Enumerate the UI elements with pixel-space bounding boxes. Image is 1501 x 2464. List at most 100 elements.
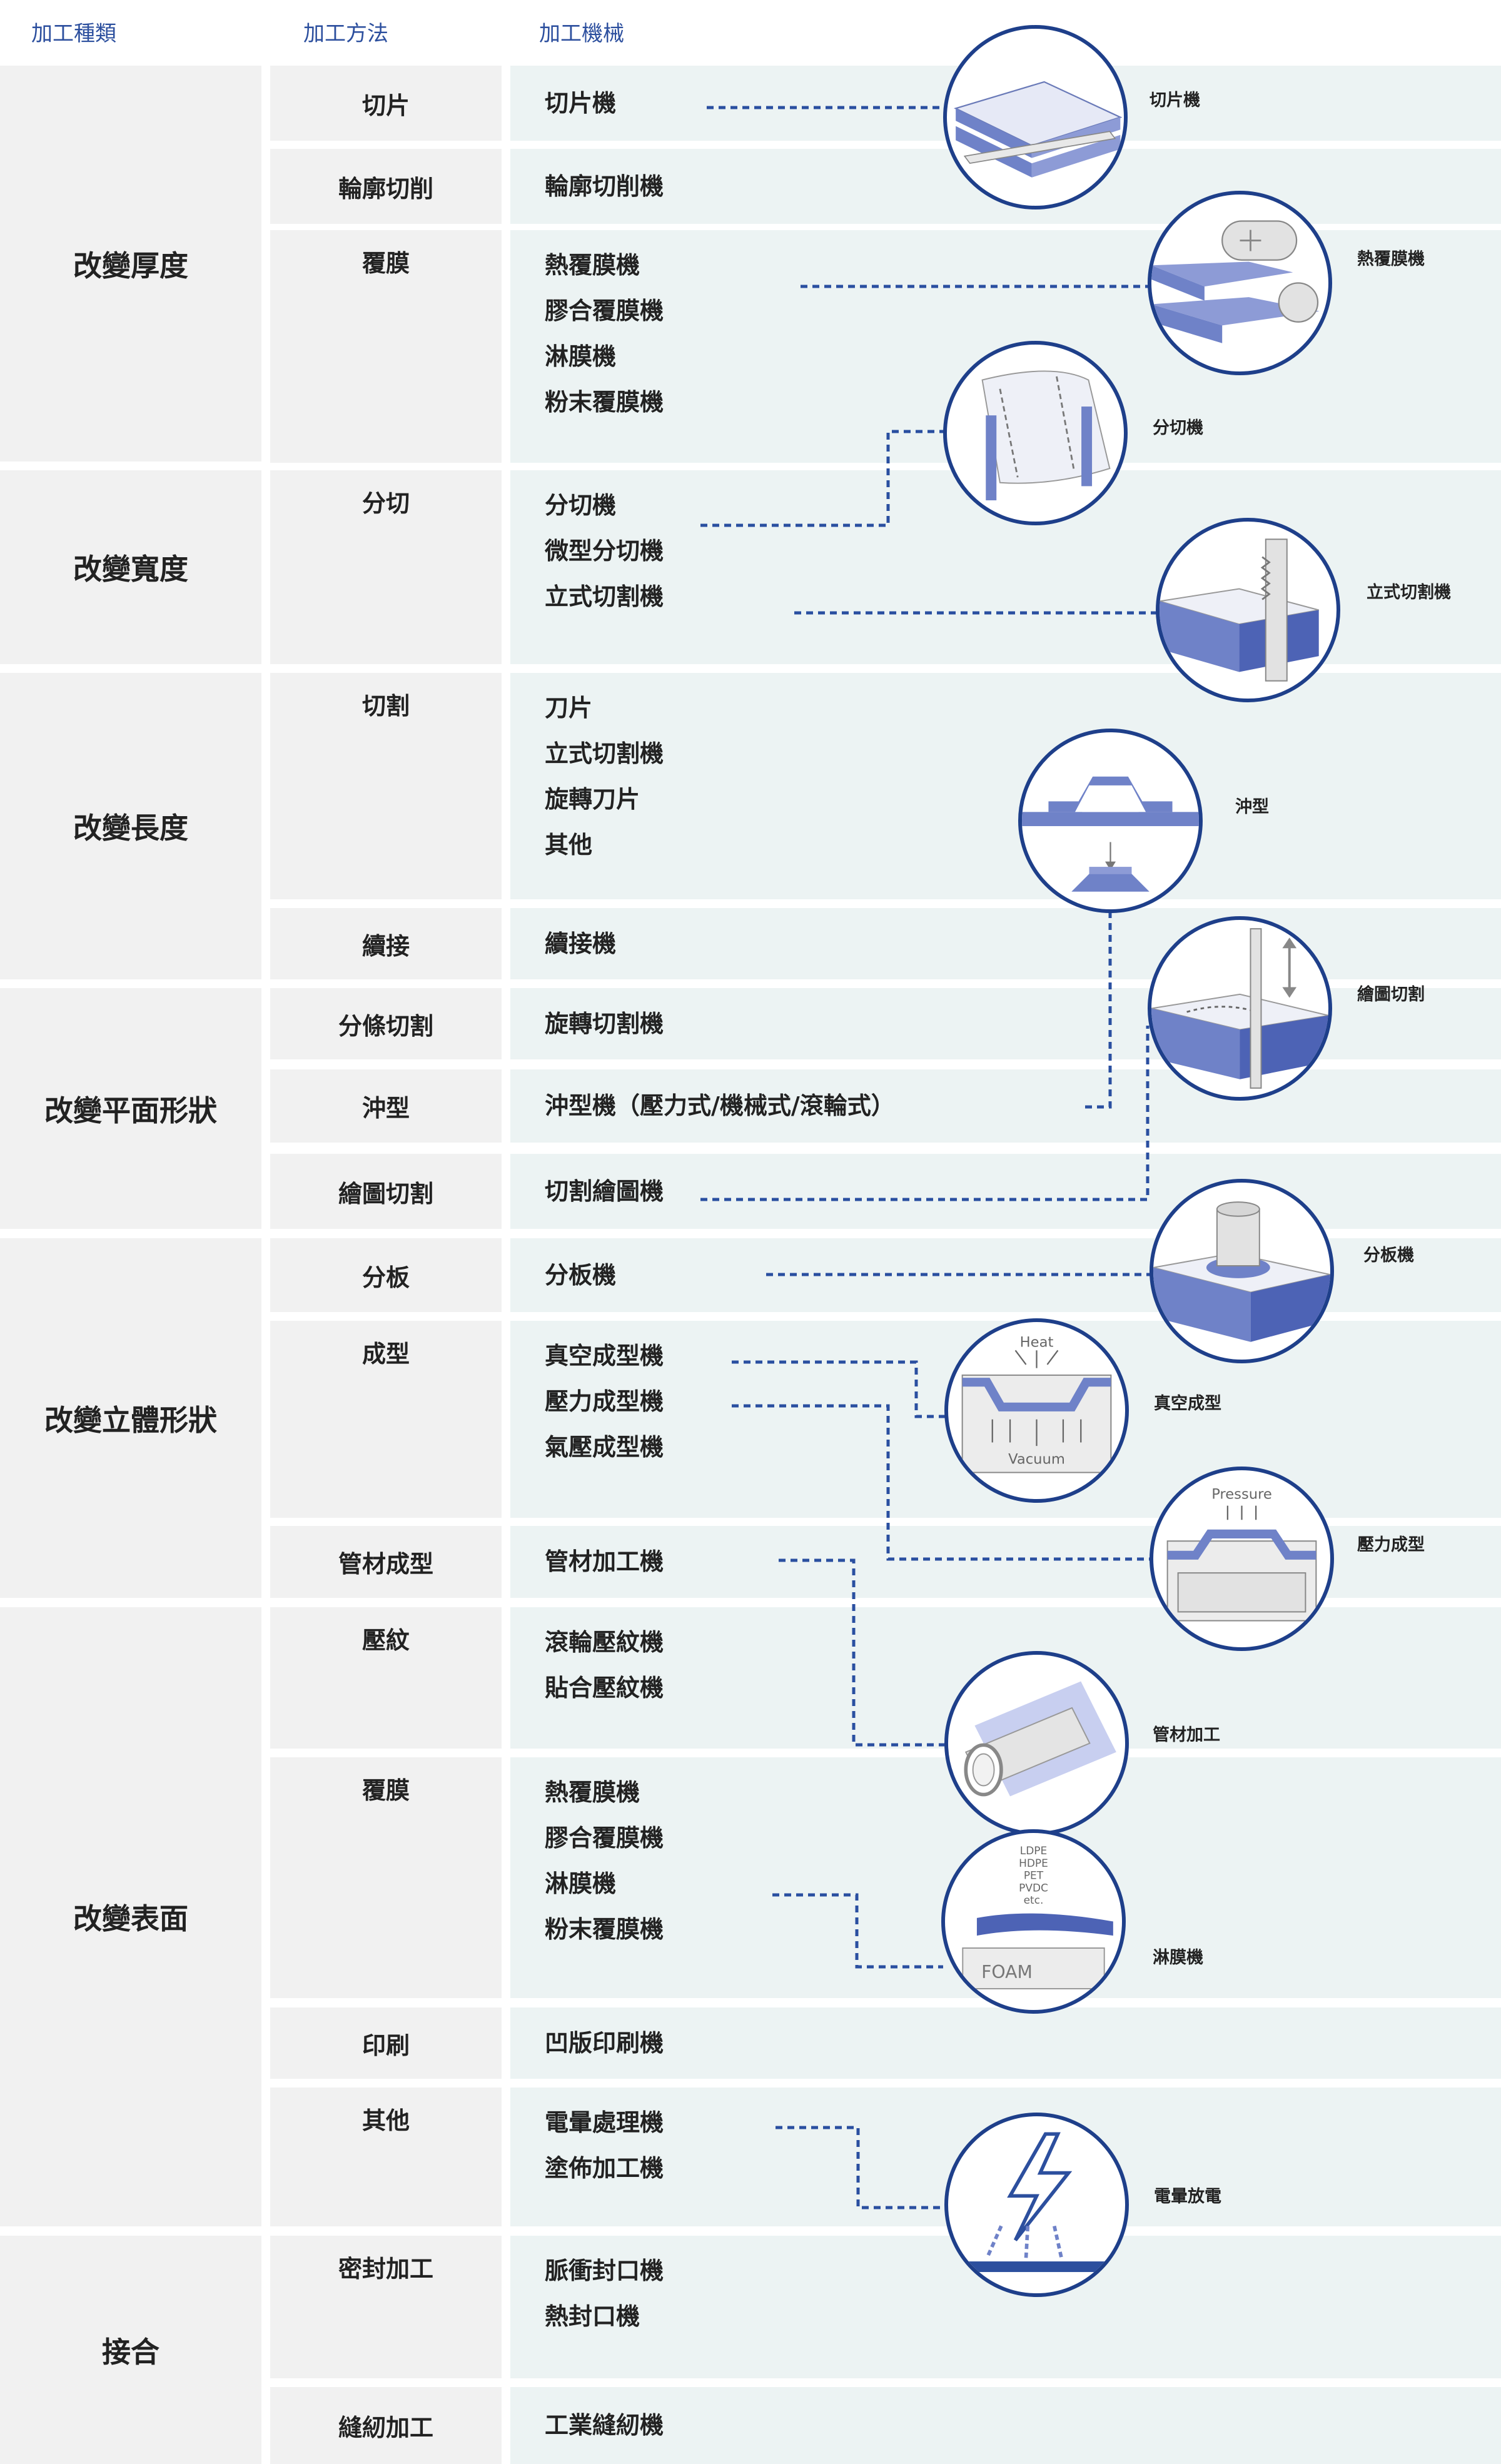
vacuum-text: Vacuum	[1008, 1451, 1065, 1467]
machine-cell: 管材加工機	[510, 1526, 1501, 1598]
method-cell: 沖型	[270, 1069, 502, 1143]
method-label: 管材成型	[338, 1550, 433, 1578]
machine-label: 粉末覆膜機	[545, 1916, 664, 1943]
method-label: 輪廓切削	[338, 174, 433, 203]
method-label: 成型	[361, 1340, 410, 1368]
header-machine: 加工機械	[539, 21, 624, 46]
extrusion-coating-illustration: LDPE HDPE PET PVDC etc. FOAM	[941, 1829, 1126, 2014]
label-vacuum-forming: 真空成型	[1154, 1394, 1221, 1413]
method-cell: 分條切割	[270, 988, 502, 1059]
method-cell: 覆膜	[270, 230, 502, 463]
corona-discharge-illustration	[944, 2113, 1129, 2297]
method-label: 分切	[361, 490, 410, 517]
method-label: 分條切割	[338, 1012, 433, 1040]
method-cell: 印刷	[270, 2007, 502, 2079]
method-cell: 繪圖切割	[270, 1154, 502, 1229]
machine-label: 氣壓成型機	[545, 1433, 664, 1461]
method-label: 續接	[361, 932, 410, 960]
machine-label: 粉末覆膜機	[545, 388, 664, 416]
slicing-illustration	[943, 25, 1128, 210]
method-label: 繪圖切割	[338, 1179, 433, 1208]
machine-label: 旋轉刀片	[545, 785, 640, 813]
label-tube-processing: 管材加工	[1153, 1725, 1220, 1745]
category-planar-shape: 改變平面形狀	[0, 988, 261, 1229]
method-label: 覆膜	[361, 250, 410, 277]
header-category: 加工種類	[31, 21, 116, 46]
method-label: 其他	[361, 2107, 410, 2134]
machine-label: 切片機	[545, 89, 617, 117]
foam-text: FOAM	[981, 1962, 1033, 1982]
method-cell: 壓紋	[270, 1607, 502, 1749]
method-cell: 切片	[270, 66, 502, 141]
vertical-cutter-illustration	[1156, 518, 1340, 702]
machine-label: 熱覆膜機	[545, 1779, 640, 1806]
tube-processing-illustration	[944, 1651, 1129, 1835]
label-extrusion-coating: 淋膜機	[1153, 1948, 1203, 1967]
label-die-cut: 沖型	[1235, 797, 1269, 817]
machine-label: 凹版印刷機	[545, 2029, 664, 2057]
machine-label: 沖型機（壓力式/機械式/滾輪式）	[545, 1092, 895, 1119]
method-label: 覆膜	[361, 1777, 410, 1804]
machine-label: 管材加工機	[545, 1548, 664, 1575]
machine-label: 切割繪圖機	[545, 1177, 664, 1205]
machine-label: 膠合覆膜機	[545, 1824, 664, 1852]
film-ldpe: LDPE	[1020, 1845, 1047, 1857]
machine-label: 立式切割機	[545, 740, 664, 767]
label-pressure-forming: 壓力成型	[1357, 1535, 1425, 1555]
method-cell: 分切	[270, 470, 502, 664]
slitter-illustration	[943, 341, 1128, 525]
vacuum-forming-illustration: Heat Vacuum	[944, 1318, 1129, 1503]
machine-label: 熱封口機	[545, 2303, 640, 2330]
method-cell: 成型	[270, 1321, 502, 1518]
pressure-forming-illustration: Pressure	[1150, 1467, 1334, 1651]
heat-text: Heat	[1020, 1335, 1054, 1351]
category-surface: 改變表面	[0, 1607, 261, 2226]
machine-label: 輪廓切削機	[545, 172, 664, 200]
label-slicing: 切片機	[1150, 91, 1200, 110]
machine-label: 分切機	[545, 492, 617, 519]
method-label: 沖型	[361, 1094, 410, 1122]
category-length: 改變長度	[0, 673, 261, 979]
machine-label: 微型分切機	[545, 537, 664, 565]
film-hdpe: HDPE	[1019, 1857, 1048, 1870]
machine-label: 其他	[545, 831, 593, 859]
method-label: 密封加工	[338, 2255, 433, 2283]
category-thickness: 改變厚度	[0, 66, 261, 462]
method-cell: 密封加工	[270, 2236, 502, 2378]
thermal-laminator-illustration	[1148, 191, 1332, 375]
machine-label: 塗佈加工機	[545, 2154, 664, 2182]
machine-label: 貼合壓紋機	[545, 1674, 664, 1702]
machine-label: 熱覆膜機	[545, 251, 640, 279]
machine-label: 膠合覆膜機	[545, 297, 664, 325]
method-label: 分板	[361, 1263, 410, 1291]
plotter-cut-illustration	[1148, 916, 1332, 1101]
label-plotter-cut: 繪圖切割	[1357, 985, 1425, 1004]
die-cut-illustration	[1018, 729, 1203, 913]
film-pet: PET	[1024, 1870, 1044, 1882]
machine-label: 續接機	[545, 929, 617, 957]
header-method: 加工方法	[303, 21, 388, 46]
pressure-text: Pressure	[1211, 1486, 1272, 1502]
method-cell: 分板	[270, 1238, 502, 1312]
board-splitter-illustration	[1150, 1179, 1334, 1363]
machine-label: 工業縫紉機	[545, 2411, 664, 2439]
machine-cell: 切割繪圖機	[510, 1154, 1501, 1229]
machine-label: 脈衝封口機	[545, 2257, 664, 2285]
machine-label: 真空成型機	[545, 1342, 664, 1370]
film-etc: etc.	[1024, 1894, 1044, 1907]
method-cell: 切割	[270, 673, 502, 899]
machine-label: 壓力成型機	[545, 1388, 664, 1415]
label-corona-discharge: 電暈放電	[1154, 2187, 1221, 2206]
machine-cell: 凹版印刷機	[510, 2007, 1501, 2079]
method-cell: 管材成型	[270, 1526, 502, 1598]
machine-label: 旋轉切割機	[545, 1009, 664, 1038]
machine-label: 立式切割機	[545, 583, 664, 610]
method-label: 縫紉加工	[338, 2414, 433, 2441]
machine-label: 滾輪壓紋機	[545, 1628, 664, 1656]
machine-cell: 刀片立式切割機旋轉刀片其他	[510, 673, 1501, 899]
machine-cell: 沖型機（壓力式/機械式/滾輪式）	[510, 1069, 1501, 1143]
label-slitter: 分切機	[1153, 418, 1203, 438]
label-vertical-cutter: 立式切割機	[1367, 583, 1451, 602]
machine-label: 淋膜機	[545, 1870, 617, 1897]
method-label: 壓紋	[361, 1627, 410, 1654]
